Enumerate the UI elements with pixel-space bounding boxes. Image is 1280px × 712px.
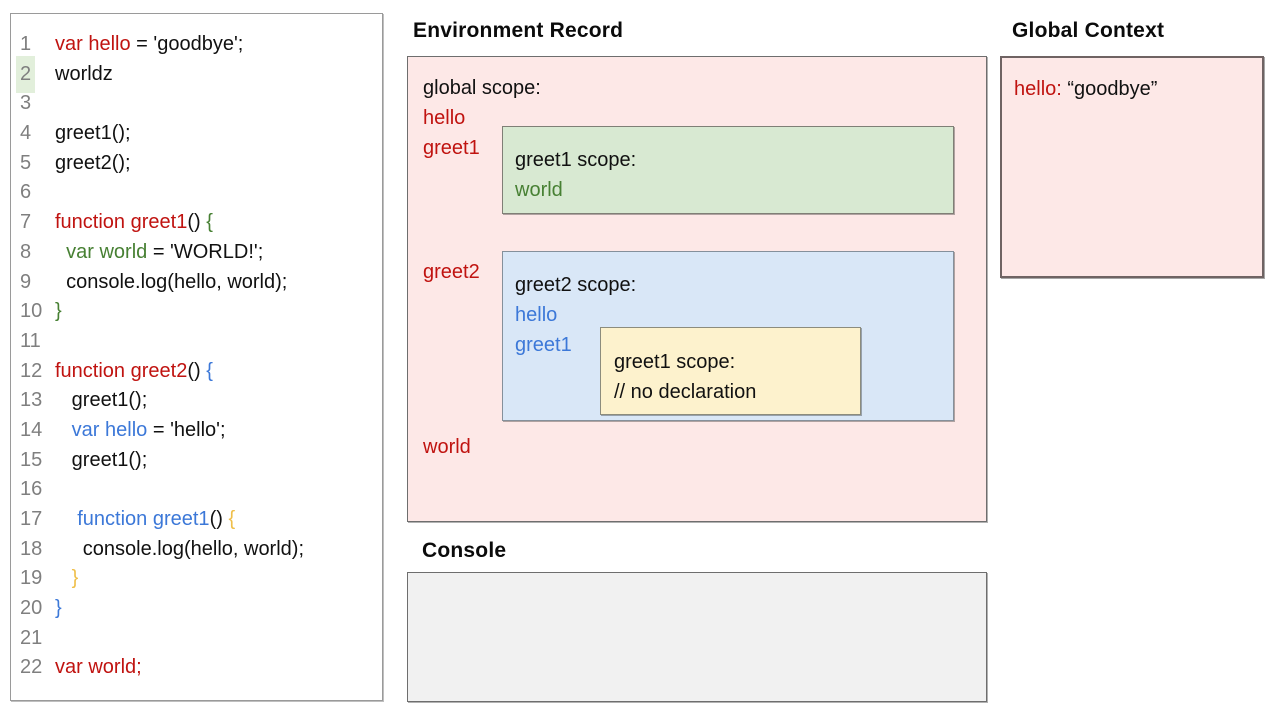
greet2-scope-label: greet2 scope: [515,274,637,296]
code-text: var world; [55,656,142,679]
line-number: 5 [20,151,32,174]
line-number: 19 [20,567,43,590]
line-number: 6 [20,181,32,204]
code-line: 7 function greet1() { [11,208,382,238]
global-var-hello-label: hello [423,107,466,129]
code-line: 6 [11,178,382,208]
global-scope-label: global scope: [423,77,541,99]
line-number: 3 [20,92,32,115]
console-output-box [407,572,987,702]
code-line: 20} [11,594,382,624]
line-number: 2 [11,59,55,90]
code-line: 11 [11,327,382,357]
line-number: 17 [20,508,43,530]
code-text: worldz [55,62,113,85]
global-var-greet2-label: greet2 [423,261,480,283]
nested-greet1-scope-box: greet1 scope: // no declaration [600,327,861,415]
code-text: } [71,567,79,590]
greet1-scope-label: greet1 scope: [515,149,637,171]
line-number: 13 [20,389,43,412]
code-line: 19 } [11,564,382,594]
code-line: 13 greet1(); [11,386,382,416]
code-text: console.log(hello, world); [55,270,288,293]
line-number: 9 [20,270,32,293]
console-title: Console [422,539,507,562]
code-text: } [55,300,62,323]
code-line: 9 console.log(hello, world); [11,268,382,298]
greet2-scope-var-greet1: greet1 [515,334,572,356]
code-line: 1 var hello = 'goodbye'; [11,30,382,60]
code-line: 4 greet1(); [11,119,382,149]
global-context-entry-value: “goodbye” [1067,78,1158,100]
line-number: 12 [20,359,43,382]
code-text: var hello = 'goodbye'; [55,33,244,55]
line-number: 7 [20,211,32,234]
greet1-scope-var-world: world [515,179,563,201]
global-context-title: Global Context [1012,19,1165,42]
code-text: var world = 'WORLD!'; [66,240,264,263]
code-line: 17 function greet1() { [11,505,382,535]
line-number: 22 [20,656,43,679]
line-number: 11 [20,329,41,352]
code-line: 5 greet2(); [11,149,382,179]
code-line: 12 function greet2() { [11,357,382,387]
line-number: 20 [20,597,43,620]
environment-record-title: Environment Record [413,19,624,42]
greet2-scope-var-hello: hello [515,304,558,326]
code-line: 10} [11,297,382,327]
code-text: greet1(); [55,448,148,471]
global-context-entry: hello: “goodbye” [1014,74,1250,104]
code-line: 18 console.log(hello, world); [11,535,382,565]
code-text: greet2(); [55,151,131,174]
code-line: 16 [11,475,382,505]
line-number: 16 [20,478,43,501]
line-number: 8 [20,240,32,263]
environment-record-box: global scope: hello greet1 greet2 world … [407,56,987,522]
code-text: } [55,597,62,620]
code-text: function greet2() { [55,359,213,382]
global-context-entry-key: hello: [1014,78,1062,100]
code-line: 14 var hello = 'hello'; [11,416,382,446]
global-var-greet1-label: greet1 [423,137,480,159]
no-declaration-comment: // no declaration [614,381,757,403]
code-text: function greet1() { [77,508,236,530]
code-line: 8 var world = 'WORLD!'; [11,238,382,268]
line-number: 4 [20,122,32,145]
line-number: 15 [20,448,43,471]
code-text: greet1(); [55,389,148,412]
code-text: greet1(); [55,122,131,145]
line-number: 1 [20,33,32,55]
line-number: 10 [20,300,43,323]
code-line: 21 [11,624,382,654]
code-text: function greet1() { [55,211,213,234]
code-line: 15 greet1(); [11,446,382,476]
nested-greet1-scope-label: greet1 scope: [614,351,736,373]
line-number: 18 [20,537,43,560]
code-text: console.log(hello, world); [55,537,305,560]
global-var-world-label: world [423,436,471,458]
greet2-scope-box: greet2 scope: hello greet1 greet1 scope:… [502,251,954,421]
line-number: 21 [20,626,43,649]
code-text: var hello = 'hello'; [71,418,226,441]
code-line: 22 var world; [11,653,382,683]
greet1-scope-box: greet1 scope: world [502,126,954,214]
code-line: 3 [11,89,382,119]
global-context-box: hello: “goodbye” [1000,56,1264,278]
line-number: 14 [20,418,43,441]
